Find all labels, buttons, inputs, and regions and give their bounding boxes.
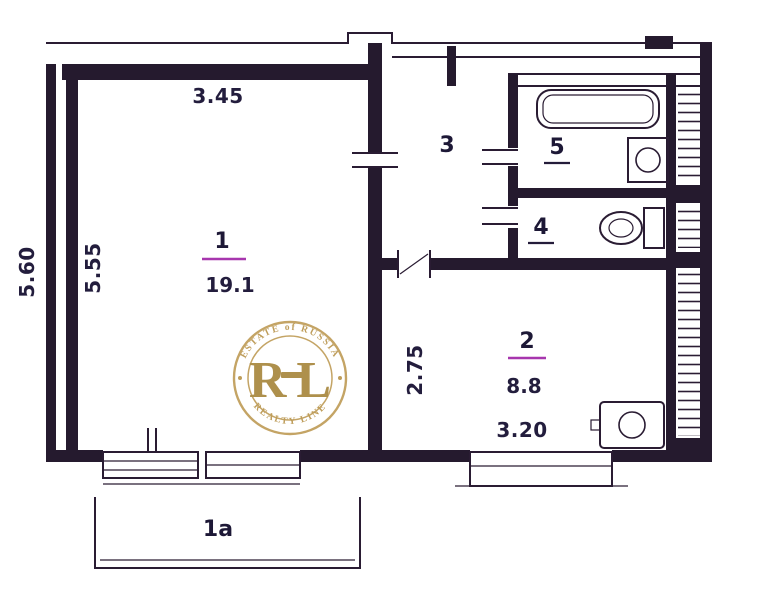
room2-number: 2 [519,329,534,354]
watermark-stamp: ESTATE of RUSSIA REALTY LINE RL [232,320,348,436]
room1-top-wall [62,64,378,80]
sink-icon [590,401,665,449]
bath-wc-wall [518,188,668,198]
room1-area: 19.1 [205,273,254,297]
dim-room1-depth: 5.55 [81,242,105,293]
washbasin-icon [627,137,669,183]
duct-divider [676,252,700,268]
dim-room2-width: 3.20 [496,418,547,442]
left-inner-wall [66,74,78,452]
kitchen-window [469,451,613,487]
top-vent-block [645,36,673,49]
duct-hatch [678,92,700,182]
watermark-dot-right [338,376,342,380]
watermark-inner-ring [247,335,333,421]
outer-top-wall [46,32,712,44]
bottom-wall [300,450,470,462]
room2-top-wall [382,258,398,270]
dim-room1-width: 3.45 [192,84,243,108]
bathtub-icon [536,89,660,129]
right-outer-wall [700,43,712,458]
hall-bath-wall [508,228,518,265]
balcony-number: 1a [203,517,233,542]
duct-divider [676,185,700,203]
plan-linework [46,32,712,569]
dim-outer-depth: 5.60 [15,246,39,297]
toilet-tank [643,207,665,249]
toilet-bowl [599,211,643,245]
hall-bath-wall [508,166,518,206]
washbasin-body [627,137,669,183]
dim-room2-depth: 2.75 [403,344,427,395]
duct-hatch [678,206,700,248]
bottom-wall [46,450,103,462]
watermark-outer-ring [232,320,348,436]
room5-number: 5 [549,135,564,160]
vent-shaft [447,46,456,86]
left-outer-wall [46,64,56,460]
right-inner-wall [666,74,676,458]
washbasin-bowl [635,147,661,173]
toilet-icon [599,207,665,249]
sink-body [599,401,665,449]
bottom-wall [612,450,712,462]
balcony-outline [94,497,361,569]
watermark-monogram: RL [249,352,341,409]
bathtub-outer [536,89,660,129]
room4-number: 4 [533,215,548,240]
door-room2-swing [399,253,429,275]
room1-number: 1 [214,229,229,254]
duct-hatch [678,270,700,436]
plan-labels: 3.45 5.55 5.60 1 19.1 3 5 4 2 8.8 3.20 2… [15,84,570,542]
room3-number: 3 [439,133,454,158]
center-wall-upper [368,43,382,153]
hall-bath-wall [508,74,518,148]
center-wall-lower [368,167,382,458]
room2-top-wall [430,258,668,270]
sink-bowl [618,411,646,439]
sink-tap [590,419,601,431]
watermark-dot-left [238,376,242,380]
bathtub-inner [542,94,654,124]
room2-area: 8.8 [506,374,541,398]
watermark-monogram-dash [281,372,305,378]
toilet-bowl-inner [608,218,634,238]
balcony-window [102,451,199,479]
